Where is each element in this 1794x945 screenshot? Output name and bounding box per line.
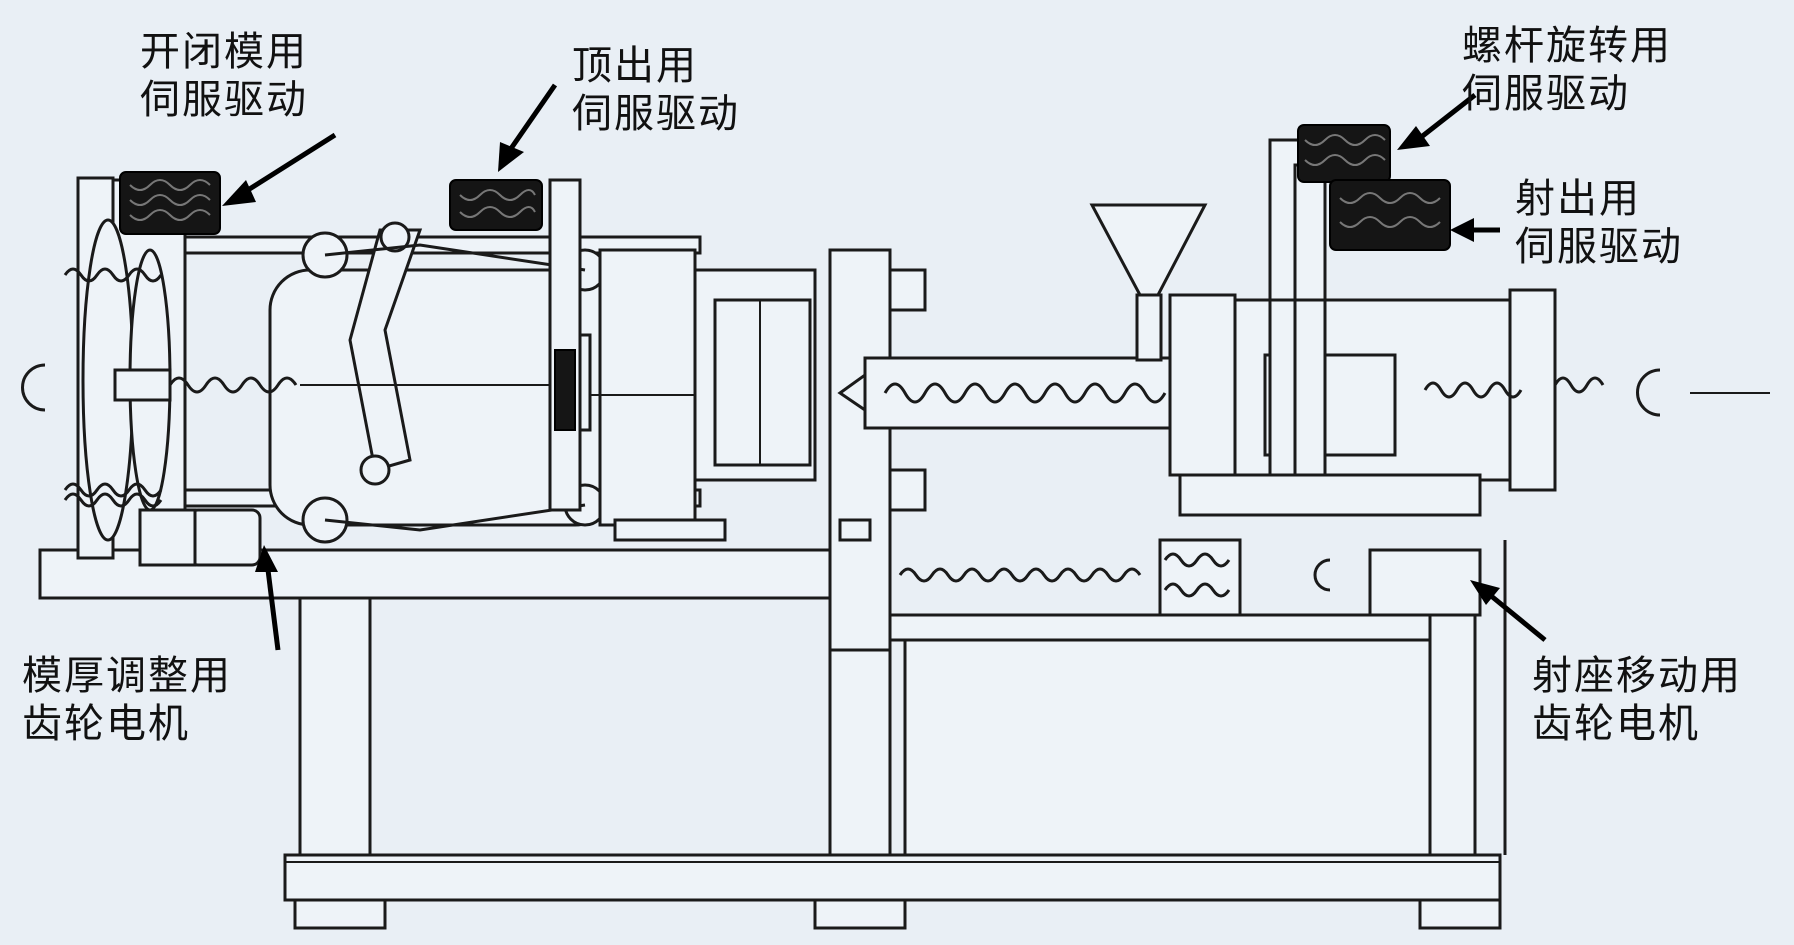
screw-rotation-servo-label-line1: 螺杆旋转用 <box>1462 23 1672 69</box>
mold-servo-label: 开闭模用 伺服驱动 <box>140 28 308 124</box>
label-arrows <box>222 83 1547 651</box>
screw-rotation-servo-label: 螺杆旋转用 伺服驱动 <box>1462 22 1672 118</box>
screw-rotation-servo-label-line2: 伺服驱动 <box>1462 71 1630 117</box>
injection-servo-label-line2: 伺服驱动 <box>1515 224 1683 270</box>
mold-thickness-motor-label-line2: 齿轮电机 <box>22 701 190 747</box>
injection-servo-label-line1: 射出用 <box>1515 176 1641 222</box>
mold-thickness-motor-label: 模厚调整用 齿轮电机 <box>22 652 232 748</box>
injection-unit <box>837 138 1770 617</box>
carriage-motor-label-line2: 齿轮电机 <box>1532 701 1700 747</box>
carriage-motor-label-line1: 射座移动用 <box>1532 653 1742 699</box>
mold-servo-label-line2: 伺服驱动 <box>140 77 308 123</box>
screw-rotation-servo-motor <box>1297 124 1391 183</box>
injection-servo-motor <box>1329 179 1451 251</box>
carriage-motor-label: 射座移动用 齿轮电机 <box>1532 652 1742 748</box>
machine-base <box>38 248 1507 930</box>
ejector-servo-label-line2: 伺服驱动 <box>572 91 740 137</box>
ejector-servo-label: 顶出用 伺服驱动 <box>572 42 740 138</box>
clamp-unit <box>21 176 927 652</box>
injection-servo-label: 射出用 伺服驱动 <box>1515 175 1683 271</box>
mold-servo-motor <box>119 171 221 235</box>
mold-servo-label-line1: 开闭模用 <box>140 29 308 75</box>
ejector-servo-label-line1: 顶出用 <box>572 43 698 89</box>
ejector-servo-motor <box>449 178 582 512</box>
mold-thickness-motor-label-line1: 模厚调整用 <box>22 653 232 699</box>
